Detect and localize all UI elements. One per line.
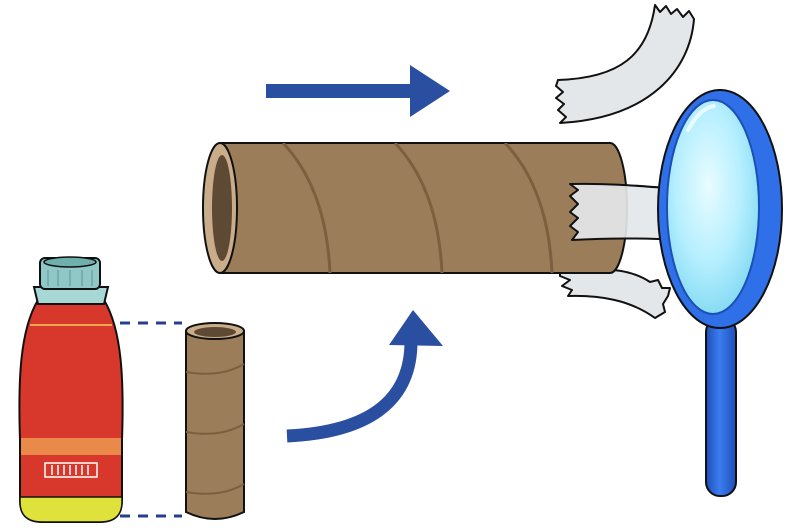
magnifying-glass-icon bbox=[657, 89, 783, 497]
small-cardboard-tube bbox=[185, 322, 245, 520]
arrow-right-icon bbox=[266, 65, 450, 117]
tape-strip-bottom bbox=[559, 267, 671, 319]
curved-arrow-up-icon bbox=[286, 310, 443, 443]
plastic-bottle bbox=[18, 256, 124, 523]
bottle-barcode-icon bbox=[44, 462, 98, 478]
guide-dashes bbox=[120, 321, 182, 518]
tape-strip-top bbox=[555, 4, 695, 124]
large-cardboard-tube bbox=[202, 142, 628, 274]
